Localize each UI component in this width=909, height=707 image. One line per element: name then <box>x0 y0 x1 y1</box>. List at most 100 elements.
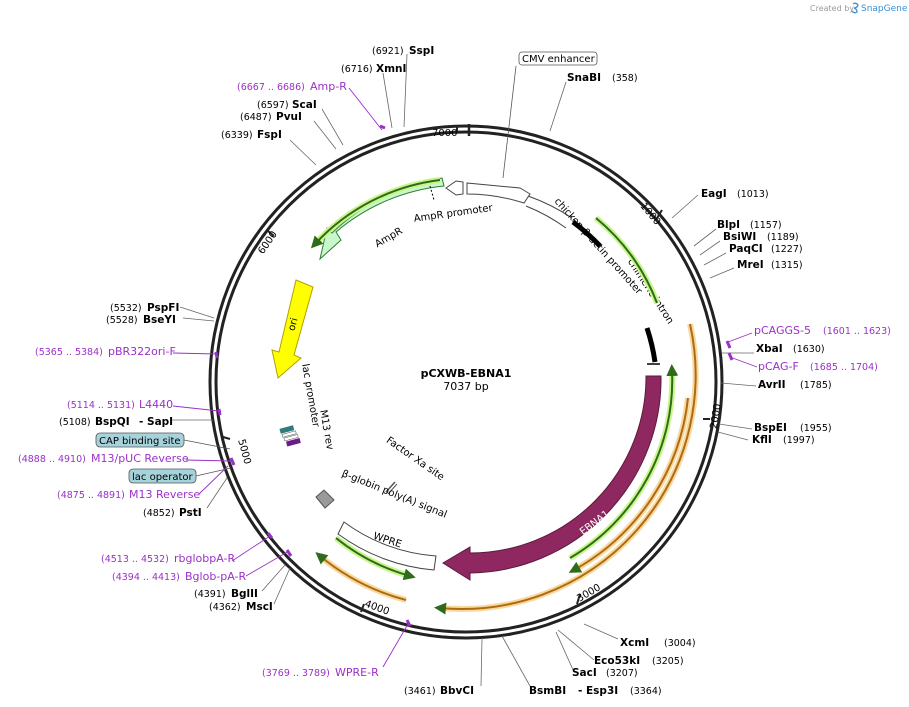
enzyme-bsmbi[interactable]: BsmBI - Esp3I (3364) <box>529 685 662 697</box>
enzyme-saci[interactable]: SacI (3207) <box>572 667 638 679</box>
svg-text:Eco53kI: Eco53kI <box>594 655 640 667</box>
svg-text:M13 Reverse: M13 Reverse <box>129 488 200 501</box>
svg-text:BsmBI: BsmBI <box>529 685 566 697</box>
primer-pbr322ori-f[interactable]: (5365 .. 5384) pBR322ori-F <box>35 345 176 358</box>
svg-text:(6487): (6487) <box>240 112 272 123</box>
svg-text:(5528): (5528) <box>106 315 138 326</box>
primer-pcag-f[interactable]: pCAG-F (1685 .. 1704) <box>758 360 878 373</box>
svg-text:pCAGGS-5: pCAGGS-5 <box>754 324 811 337</box>
lac-operator-label[interactable]: lac operator <box>128 467 232 484</box>
svg-text:L4440: L4440 <box>139 398 173 411</box>
feature-ori[interactable]: ori <box>271 279 314 379</box>
enzyme-fspi[interactable]: (6339) FspI <box>221 129 282 141</box>
feature-ebna1[interactable]: EBNA1 <box>442 375 662 581</box>
svg-text:(1955): (1955) <box>800 423 832 434</box>
svg-text:(1997): (1997) <box>783 435 815 446</box>
enzyme-leaders <box>172 53 757 687</box>
feature-lac-region[interactable]: lac promoter M13 rev <box>279 363 335 451</box>
svg-text:(1685 .. 1704): (1685 .. 1704) <box>810 362 878 373</box>
snapgene-credit: Created by SnapGene <box>810 2 908 14</box>
primer-m13-reverse[interactable]: (4875 .. 4891) M13 Reverse <box>57 488 200 501</box>
svg-text:BspEI: BspEI <box>754 422 787 434</box>
tick-label-5000: 5000 <box>235 438 252 465</box>
svg-text:MscI: MscI <box>246 601 273 613</box>
primer-amp-r[interactable]: (6667 .. 6686) Amp-R <box>237 80 347 93</box>
svg-text:FspI: FspI <box>257 129 282 141</box>
enzyme-xbai[interactable]: XbaI (1630) <box>756 343 825 355</box>
svg-text:BsiWI: BsiWI <box>723 231 756 243</box>
svg-text:lac operator: lac operator <box>132 472 193 483</box>
svg-text:(6339): (6339) <box>221 130 253 141</box>
feature-cmv-enhancer[interactable]: CMV enhancer <box>466 51 598 204</box>
enzyme-msci[interactable]: (4362) MscI <box>209 601 273 613</box>
enzyme-sspi[interactable]: (6921) SspI <box>372 45 434 57</box>
svg-text:SacI: SacI <box>572 667 597 679</box>
svg-text:(3461): (3461) <box>404 686 436 697</box>
primer-wpre-r[interactable]: (3769 .. 3789) WPRE-R <box>262 666 379 679</box>
feature-label-ampr-promoter: AmpR promoter <box>413 203 494 225</box>
boxed-labels: CAP binding site lac operator <box>95 432 232 484</box>
enzyme-eagi[interactable]: EagI (1013) <box>701 188 769 200</box>
plasmid-size: 7037 bp <box>443 380 488 393</box>
svg-text:SspI: SspI <box>409 45 434 57</box>
enzyme-snabi[interactable]: SnaBI (358) <box>567 72 638 84</box>
svg-text:(5114 .. 5131): (5114 .. 5131) <box>67 400 135 411</box>
credit-prefix: Created by <box>810 4 854 13</box>
svg-text:(4852): (4852) <box>143 508 175 519</box>
snapgene-logo-icon <box>851 2 859 14</box>
svg-text:pBR322ori-F: pBR322ori-F <box>108 345 176 358</box>
feature-wpre[interactable]: WPRE <box>337 521 437 571</box>
enzyme-paqci[interactable]: PaqCI (1227) <box>729 243 803 255</box>
cap-binding-site-label[interactable]: CAP binding site <box>95 432 231 450</box>
svg-text:(4888 .. 4910): (4888 .. 4910) <box>18 454 86 465</box>
svg-text:PstI: PstI <box>179 507 202 519</box>
enzyme-blpi[interactable]: BlpI (1157) <box>717 219 782 231</box>
enzyme-pvui[interactable]: (6487) PvuI <box>240 111 302 123</box>
enzyme-eco53ki[interactable]: Eco53kI (3205) <box>594 655 684 667</box>
enzyme-bglii[interactable]: (4391) BglII <box>194 588 258 600</box>
enzyme-bseyi[interactable]: (5528) BseYI <box>106 314 176 326</box>
svg-text:(1785): (1785) <box>800 380 832 391</box>
plasmid-title-group: pCXWB-EBNA1 7037 bp <box>421 367 512 393</box>
enzyme-bspqi[interactable]: (5108) BspQI - SapI <box>59 416 173 428</box>
feature-label-m13-rev: M13 rev <box>317 409 335 451</box>
svg-text:KflI: KflI <box>752 434 772 446</box>
svg-text:(1189): (1189) <box>767 232 799 243</box>
enzyme-mrei[interactable]: MreI (1315) <box>737 259 803 271</box>
primer-l4440[interactable]: (5114 .. 5131) L4440 <box>67 398 173 411</box>
plasmid-name: pCXWB-EBNA1 <box>421 367 512 380</box>
svg-text:(3004): (3004) <box>664 638 696 649</box>
primer-bglob-pa-r[interactable]: (4394 .. 4413) Bglob-pA-R <box>112 570 247 583</box>
svg-text:(6716): (6716) <box>341 64 373 75</box>
feature-factor-xa[interactable]: Factor Xa site <box>384 435 446 495</box>
svg-text:(3769 .. 3789): (3769 .. 3789) <box>262 668 330 679</box>
svg-text:PaqCI: PaqCI <box>729 243 763 255</box>
enzyme-xmni[interactable]: (6716) XmnI <box>341 63 406 75</box>
svg-text:XcmI: XcmI <box>620 637 649 649</box>
enzyme-scai[interactable]: (6597) ScaI <box>257 99 317 111</box>
enzyme-bbvci[interactable]: (3461) BbvCI <box>404 685 474 697</box>
primer-rbglobpa-r[interactable]: (4513 .. 4532) rbglobpA-R <box>101 552 235 565</box>
credit-brand: SnapGene <box>861 4 908 14</box>
enzyme-psti[interactable]: (4852) PstI <box>143 507 202 519</box>
primer-leaders <box>172 87 758 668</box>
primer-m13-puc-reverse[interactable]: (4888 .. 4910) M13/pUC Reverse <box>18 452 189 465</box>
primer-pcaggs-5[interactable]: pCAGGS-5 (1601 .. 1623) <box>754 324 891 337</box>
svg-text:PspFI: PspFI <box>147 302 179 314</box>
svg-text:pCAG-F: pCAG-F <box>758 360 799 373</box>
enzyme-bsiwi[interactable]: BsiWI (1189) <box>723 231 799 243</box>
enzyme-avrii[interactable]: AvrII (1785) <box>758 379 832 391</box>
enzyme-kfli[interactable]: KflI (1997) <box>752 434 815 446</box>
svg-text:BlpI: BlpI <box>717 219 740 231</box>
svg-text:BseYI: BseYI <box>143 314 176 326</box>
enzyme-bspei[interactable]: BspEI (1955) <box>754 422 832 434</box>
svg-text:rbglobpA-R: rbglobpA-R <box>174 552 235 565</box>
feature-label-lac-promoter: lac promoter <box>299 363 321 429</box>
feature-globin-polya[interactable]: β-globin poly(A) signal <box>315 468 448 521</box>
enzyme-pspfi[interactable]: (5532) PspFI <box>110 302 179 314</box>
svg-text:(358): (358) <box>612 73 638 84</box>
feature-label-ori: ori <box>287 317 301 332</box>
svg-text:BbvCI: BbvCI <box>440 685 474 697</box>
enzyme-xcmi[interactable]: XcmI (3004) <box>620 637 696 649</box>
